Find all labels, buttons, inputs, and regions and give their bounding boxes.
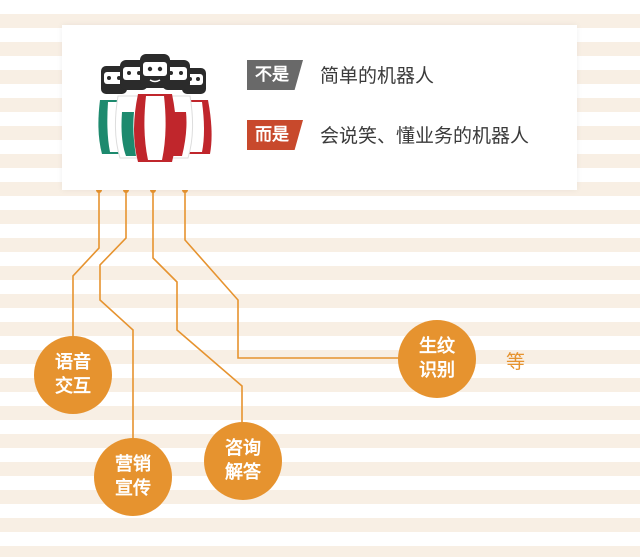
- statement-not-simple-robot: 简单的机器人: [320, 65, 435, 87]
- feature-label-line1: 生纹: [419, 336, 455, 357]
- connector-voice: [72, 190, 100, 343]
- robot-group-icon: [98, 54, 212, 162]
- feature-voice-interaction: 语音 交互: [34, 336, 112, 414]
- feature-label-line2: 解答: [225, 462, 261, 483]
- feature-consultation: 咨询 解答: [204, 422, 282, 500]
- feature-label-line2: 交互: [55, 376, 91, 397]
- connector-marketing: [99, 190, 134, 440]
- statement-talking-robot: 会说笑、懂业务的机器人: [320, 125, 530, 147]
- feature-label-line2: 识别: [419, 360, 455, 381]
- feature-label-line1: 语音: [55, 352, 91, 373]
- etc-label: 等: [506, 351, 526, 373]
- connector-consult: [152, 190, 243, 425]
- feature-label-line2: 宣传: [115, 478, 151, 499]
- tag-not: 不是: [247, 60, 303, 90]
- robot-center: [134, 54, 176, 162]
- feature-biometric: 生纹 识别: [398, 320, 476, 398]
- feature-label-line1: 营销: [115, 454, 151, 475]
- feature-marketing: 营销 宣传: [94, 438, 172, 516]
- connector-biometric: [184, 190, 400, 359]
- tag-is: 而是: [247, 120, 303, 150]
- feature-label-line1: 咨询: [225, 438, 261, 459]
